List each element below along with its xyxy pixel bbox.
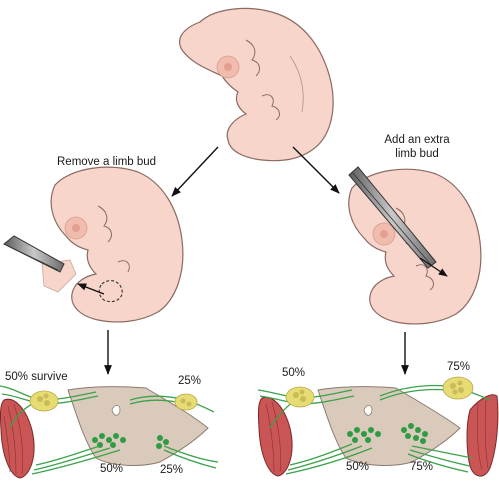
muscle-right-fibers: [265, 399, 489, 473]
right-bottom-left-percent: 50%: [346, 461, 370, 473]
arrow-add-bud: [419, 257, 448, 277]
ganglion-left-1: [29, 390, 59, 412]
left-bottom-right-percent: 25%: [160, 464, 184, 476]
add-limb-bud-label: Add an extra limb bud: [362, 133, 472, 161]
add-label-line1: Add an extra: [384, 134, 450, 146]
right-top-left-percent: 50%: [282, 367, 306, 379]
muscle-left-fibers: [3, 403, 24, 475]
ganglion-right-2: [442, 376, 474, 400]
muscle-right-2: [466, 394, 499, 477]
ganglion-right-1: [285, 386, 315, 408]
left-bottom-left-percent: 50%: [100, 463, 124, 475]
muscle-right-1: [257, 396, 293, 477]
add-label-line2: limb bud: [395, 148, 439, 160]
survive-label: 50% survive: [5, 371, 68, 383]
embryo-top: [179, 7, 334, 162]
arrow-remove-bud: [77, 283, 105, 295]
ganglion-left-2: [174, 393, 198, 411]
right-top-right-percent: 75%: [447, 361, 471, 373]
embryo-left: [41, 166, 184, 323]
arrow-to-remove: [171, 146, 219, 197]
forceps-left: [3, 235, 65, 273]
forceps-right: [348, 166, 437, 269]
remove-limb-bud-label: Remove a limb bud: [57, 156, 157, 168]
arrow-to-add: [292, 146, 340, 194]
muscle-left: [0, 398, 35, 479]
right-bottom-right-percent: 75%: [410, 461, 434, 473]
left-top-right-percent: 25%: [178, 375, 202, 387]
